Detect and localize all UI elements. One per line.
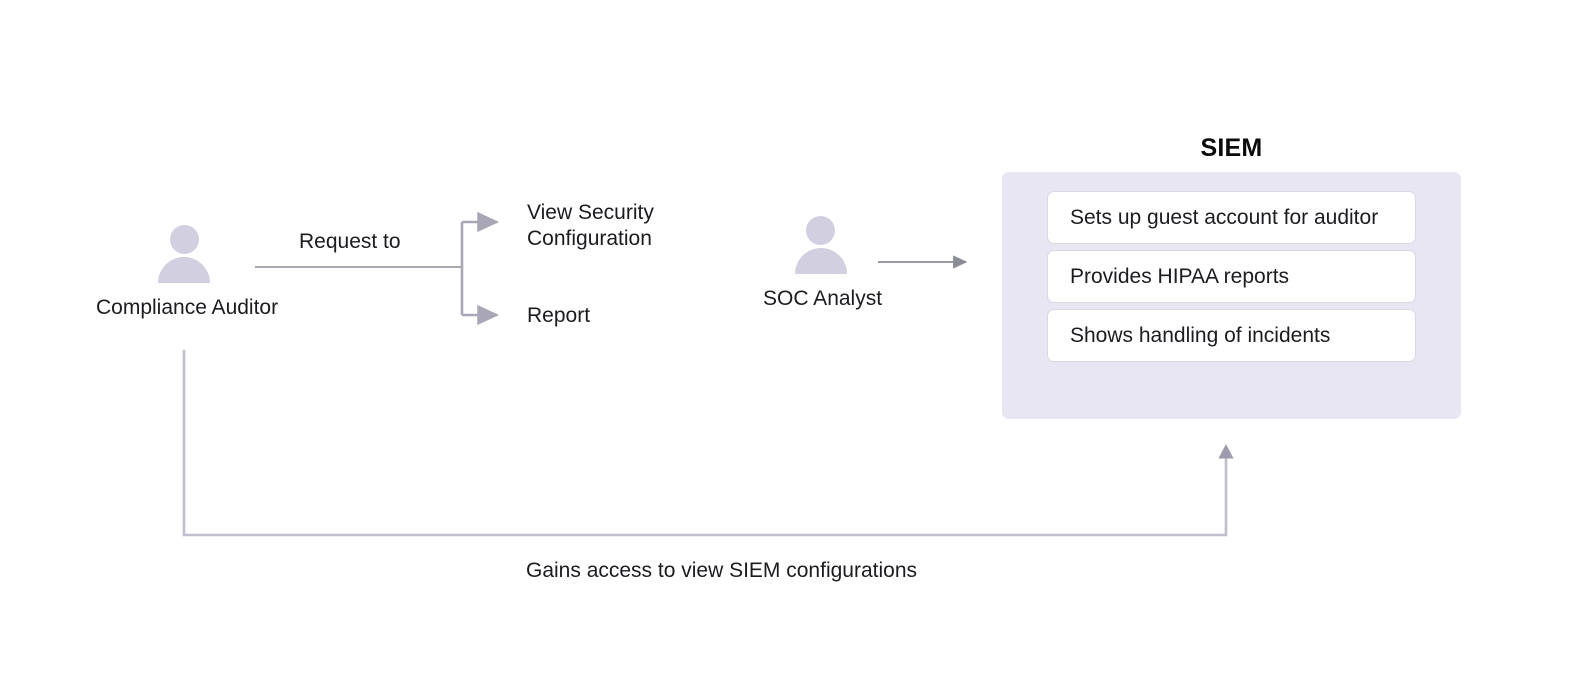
siem-panel: Sets up guest account for auditor Provid… bbox=[1002, 172, 1461, 419]
person-icon-body bbox=[158, 257, 210, 283]
edge-label-request-to: Request to bbox=[299, 230, 401, 253]
branch-label-view-security-configuration: View Security Configuration bbox=[527, 201, 654, 250]
person-icon-body bbox=[794, 248, 847, 274]
siem-card-shows-handling-of-incidents[interactable]: Shows handling of incidents bbox=[1047, 309, 1416, 362]
actor-label-soc-analyst: SOC Analyst bbox=[763, 287, 883, 310]
connector-branch-split bbox=[460, 211, 500, 326]
siem-card-provides-hipaa-reports[interactable]: Provides HIPAA reports bbox=[1047, 250, 1416, 303]
siem-title: SIEM bbox=[1200, 134, 1263, 162]
person-icon bbox=[155, 225, 213, 283]
person-icon bbox=[792, 216, 850, 274]
actor-soc-analyst: SOC Analyst bbox=[763, 216, 883, 312]
person-icon-head bbox=[169, 225, 199, 254]
actor-label-compliance-auditor: Compliance Auditor bbox=[96, 296, 279, 319]
edge-label-gains-access: Gains access to view SIEM configurations bbox=[526, 559, 918, 582]
branch-label-report: Report bbox=[527, 304, 591, 327]
person-icon-head bbox=[806, 216, 835, 245]
siem-card-sets-up-guest-account[interactable]: Sets up guest account for auditor bbox=[1047, 191, 1416, 244]
actor-compliance-auditor: Compliance Auditor bbox=[96, 225, 279, 321]
